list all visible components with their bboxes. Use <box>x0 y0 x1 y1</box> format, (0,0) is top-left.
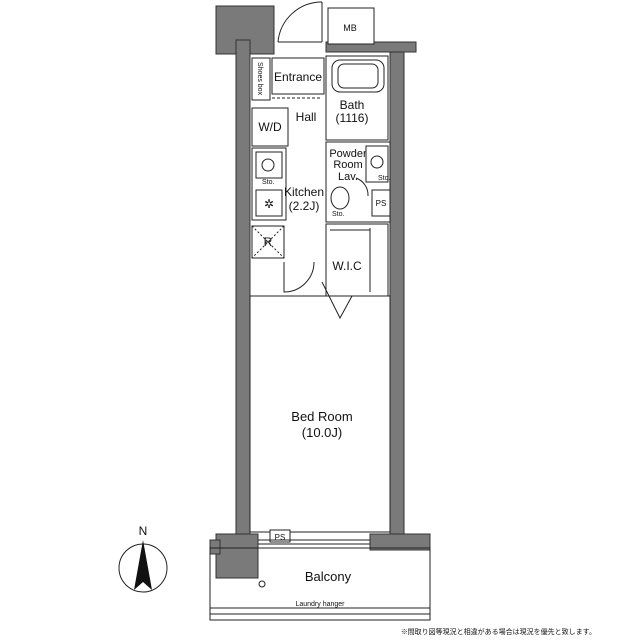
north-arrow-icon <box>134 540 152 590</box>
entrance-label: Entrance <box>274 70 322 84</box>
sto-label-1: Sto. <box>378 175 391 182</box>
ps-bottom-label: PS <box>275 533 286 542</box>
sink <box>255 151 283 179</box>
walk-in-closet <box>325 223 389 297</box>
toilet-sto-box <box>365 145 389 183</box>
wic-door <box>321 281 353 320</box>
wall-bottom-left-stub <box>209 539 221 555</box>
sink-drain <box>261 158 275 172</box>
powder-door <box>355 177 369 197</box>
kitchen-label: Kitchen <box>284 185 324 199</box>
refrigerator-label: R <box>264 235 273 249</box>
kitchen-size-label: (2.2J) <box>289 199 320 213</box>
bedroom-size-label: (10.0J) <box>302 425 342 440</box>
shoes-box <box>251 57 271 101</box>
footnote: ※間取り図等現況と相違がある場合は現況を優先と致します。 <box>401 627 596 636</box>
balcony-area <box>209 547 431 621</box>
bathtub-inner <box>337 63 379 89</box>
ps-top-label: PS <box>376 199 387 208</box>
powder-label-2: Room <box>333 159 362 171</box>
wall-right-column <box>389 51 405 537</box>
bath-size-label: (1116) <box>336 111 369 125</box>
sto-label-3: Sto. <box>332 211 345 218</box>
entrance-door <box>277 1 323 43</box>
north-label: N <box>139 524 148 538</box>
wall-left-column <box>235 39 251 541</box>
bedroom-label: Bed Room <box>291 409 352 424</box>
wall-bottom-left-block <box>215 533 259 579</box>
laundry-label: Laundry hanger <box>295 601 345 608</box>
balcony-label: Balcony <box>305 569 352 584</box>
balcony-drain <box>258 580 266 588</box>
toilet-bowl <box>370 155 384 169</box>
wd-label: W/D <box>258 120 282 134</box>
mb-box <box>327 7 375 45</box>
kitchen-door <box>283 261 315 293</box>
powder-label-1: Powder <box>329 148 367 160</box>
bedroom-area <box>249 295 391 533</box>
refrigerator-diag-1 <box>251 225 285 259</box>
lavatory-basin <box>330 186 350 210</box>
wic-label: W.I.C <box>332 259 362 273</box>
stove-icon: ✲ <box>264 197 274 211</box>
bath-label: Bath <box>340 98 365 112</box>
hall-label: Hall <box>296 110 317 124</box>
washer-dryer-space <box>251 107 289 147</box>
lav-label: Lav. <box>338 171 358 183</box>
entrance-area <box>271 57 325 95</box>
sto-label-2: Sto. <box>262 179 275 186</box>
stove <box>255 189 283 217</box>
wall-bottom-right-block <box>369 533 431 551</box>
ps-bottom-box <box>269 529 291 543</box>
ps-top-box <box>371 189 391 217</box>
mb-label: MB <box>343 23 357 33</box>
refrigerator-diag-2 <box>251 225 285 259</box>
shoes-box-label: Shoes box <box>256 62 263 96</box>
